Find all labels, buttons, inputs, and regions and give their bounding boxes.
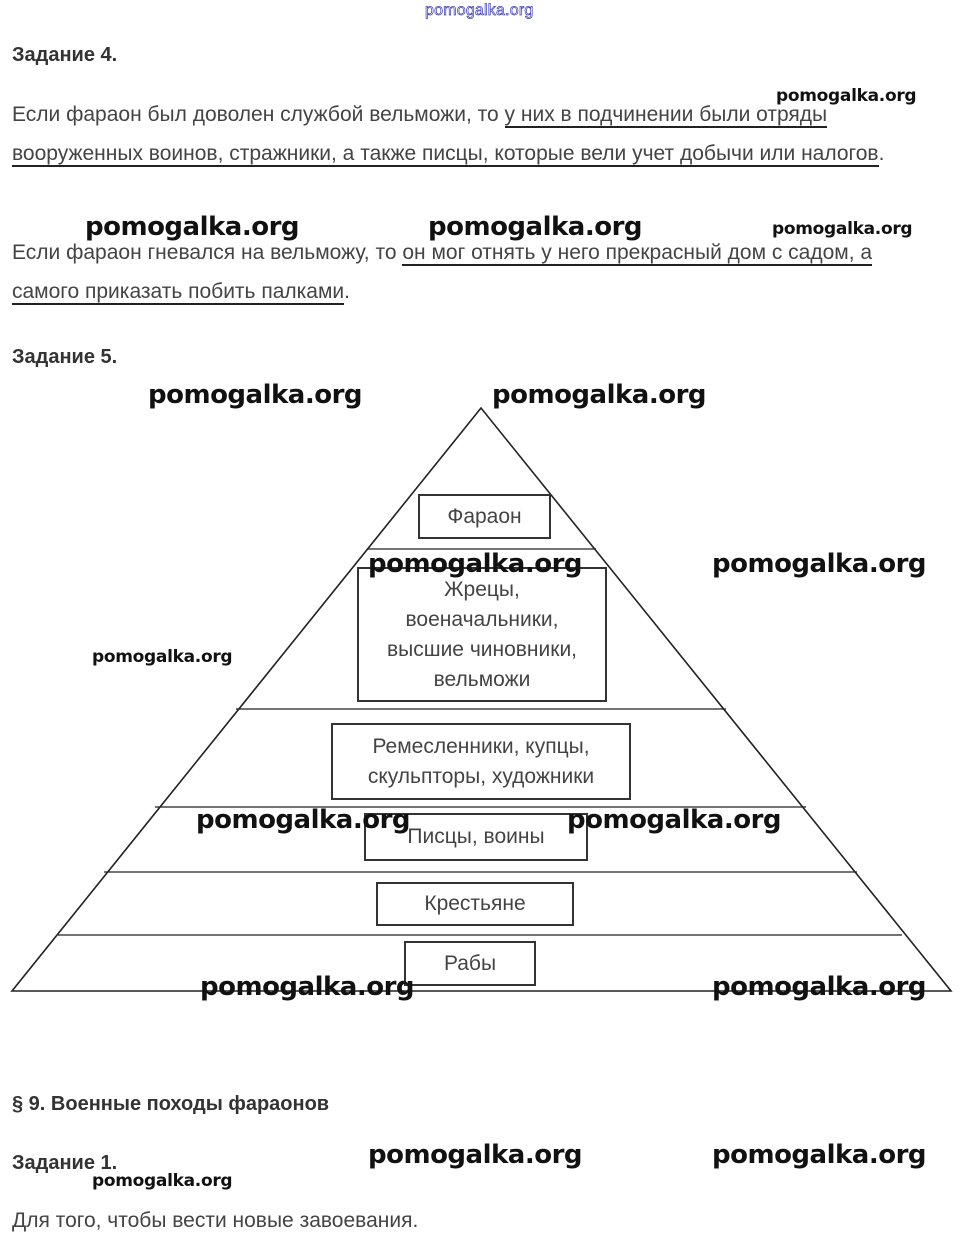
watermark: pomogalka.org: [85, 212, 300, 242]
section9-heading: § 9. Военные походы фараонов: [12, 1093, 330, 1115]
watermark: pomogalka.org: [368, 549, 583, 579]
watermark: pomogalka.org: [368, 1140, 583, 1170]
watermark: pomogalka.org: [712, 1140, 927, 1170]
p1-underlined-answer: у них в подчинении были отряды вооруженн…: [12, 103, 879, 167]
site-watermark-top: pomogalka.org: [425, 2, 534, 20]
task5-heading: Задание 5.: [12, 346, 118, 368]
watermark: pomogalka.org: [148, 380, 363, 410]
watermark: pomogalka.org: [200, 972, 415, 1002]
task4-heading: Задание 4.: [12, 44, 118, 66]
task4-paragraph-1: Если фараон был доволен службой вельможи…: [12, 95, 932, 173]
pyramid-level-pharaoh: Фараон: [418, 494, 551, 539]
watermark: pomogalka.org: [92, 647, 233, 667]
watermark: pomogalka.org: [196, 805, 411, 835]
p2-text: Если фараон гневался на вельможу, то: [12, 241, 403, 264]
p1-text: Если фараон был доволен службой вельможи…: [12, 103, 505, 126]
pyramid-level-scribes: Писцы, воины: [364, 813, 588, 861]
watermark: pomogalka.org: [567, 805, 782, 835]
task4-paragraph-2: Если фараон гневался на вельможу, то он …: [12, 233, 932, 311]
pyramid-level-peasants: Крестьяне: [376, 882, 574, 926]
p1-end: .: [878, 142, 885, 165]
task1-heading: Задание 1.: [12, 1152, 118, 1174]
pyramid-level-nobles: Жрецы, военачальники, высшие чиновники, …: [357, 567, 607, 702]
pyramid-level-artisans: Ремесленники, купцы, скульпторы, художни…: [331, 723, 631, 800]
watermark: pomogalka.org: [428, 212, 643, 242]
watermark: pomogalka.org: [776, 86, 917, 106]
task1-answer: Для того, чтобы вести новые завоевания.: [12, 1209, 419, 1232]
watermark: pomogalka.org: [712, 549, 927, 579]
watermark: pomogalka.org: [92, 1171, 233, 1191]
pyramid-level-slaves: Рабы: [404, 941, 536, 986]
p2-end: .: [344, 280, 350, 303]
p2-underlined-answer: он мог отнять у него прекрасный дом с са…: [12, 241, 873, 305]
watermark: pomogalka.org: [712, 972, 927, 1002]
watermark: pomogalka.org: [772, 219, 913, 239]
watermark: pomogalka.org: [492, 380, 707, 410]
pyramid-outline: [10, 406, 953, 992]
